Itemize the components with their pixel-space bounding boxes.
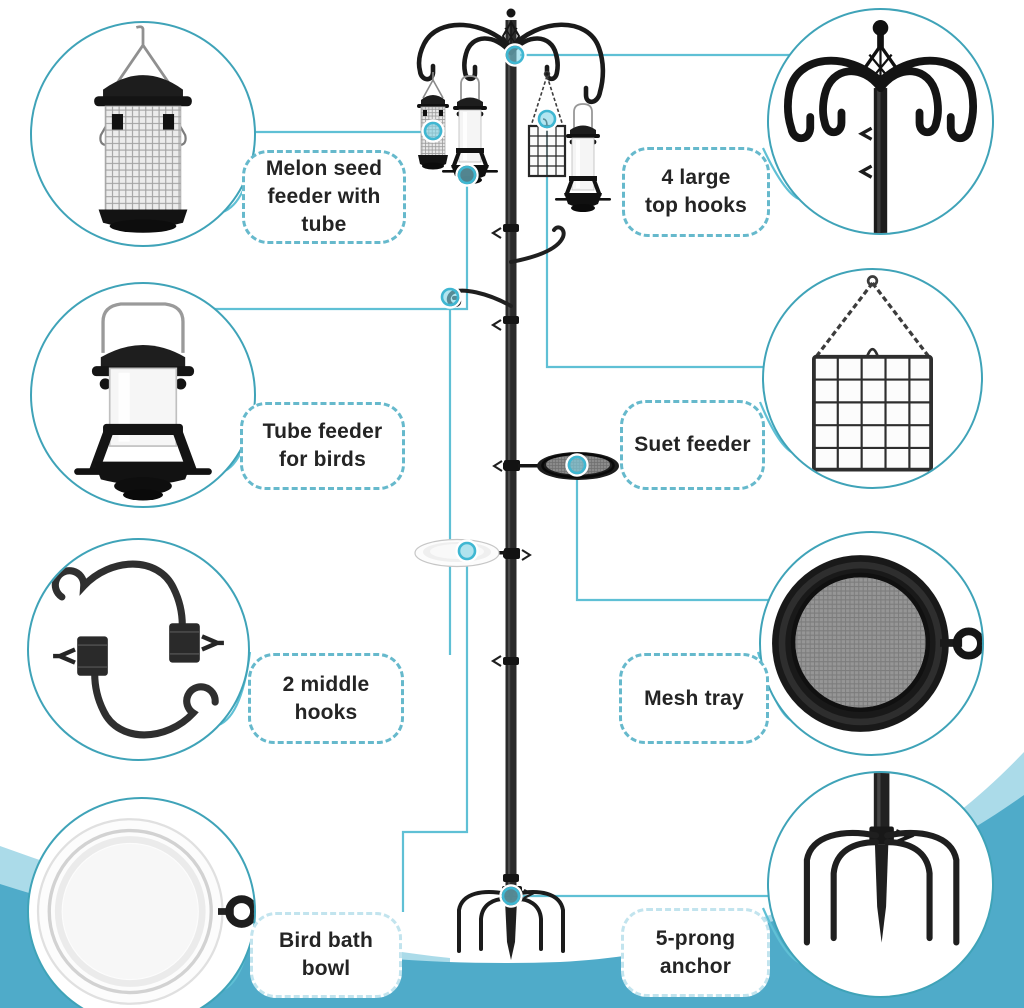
callout-circle-mesh-tray [759, 531, 984, 756]
hotspot-five-prong-anchor-icon [499, 884, 523, 908]
label-line: 2 middle [282, 672, 370, 696]
callout-label-middle-hooks: 2 middle hooks [248, 653, 404, 744]
label-line: Suet feeder [634, 433, 751, 457]
callout-label-suet-feeder: Suet feeder [620, 400, 765, 490]
hotspot-melon-seed-feeder-icon [421, 119, 445, 143]
suet-feeder-image [812, 275, 933, 472]
tube-feeder-image [74, 302, 212, 501]
callout-circle-melon-seed-feeder [30, 21, 256, 247]
callout-label-tube-feeder: Tube feeder for birds [240, 402, 405, 490]
callout-circle-middle-hooks [27, 538, 250, 761]
callout-circle-bird-bath-bowl [27, 797, 256, 1008]
hotspot-mesh-tray-icon [565, 453, 589, 477]
hanging-suet-feeder [527, 70, 567, 178]
label-line: for birds [279, 448, 366, 471]
connector-bird-bath-bowl [401, 559, 469, 912]
hotspot-suet-feeder-icon [535, 107, 559, 131]
callout-label-top-hooks: 4 large top hooks [622, 147, 770, 237]
label-line: 5-prong [655, 926, 736, 950]
label-line: 4 large [661, 166, 731, 190]
label-line: hooks [294, 700, 358, 724]
hotspot-tube-feeder-icon [455, 163, 479, 187]
feeding-station-pole [414, 8, 619, 960]
callout-circle-tube-feeder [30, 282, 256, 508]
top-hooks-image [784, 20, 977, 233]
callout-label-five-prong-anchor: 5-prong anchor [621, 908, 770, 997]
label-line: Melon seed [265, 157, 383, 181]
label-line: top hooks [644, 194, 748, 217]
label-line: anchor [659, 954, 732, 978]
label-line: bowl [301, 957, 351, 980]
five-prong-anchor-image [803, 773, 960, 946]
callout-circle-suet-feeder [762, 268, 983, 489]
melon-seed-feeder-image [94, 25, 192, 233]
hotspot-middle-hook-icon [438, 285, 462, 309]
top-hooks-on-pole [416, 22, 606, 105]
callout-circle-five-prong-anchor [767, 771, 994, 998]
hotspot-top-hooks-icon [503, 43, 527, 67]
callout-label-bird-bath-bowl: Bird bath bowl [250, 912, 402, 998]
bird-bath-bowl-image [36, 818, 254, 1005]
middle-hooks-image [51, 560, 224, 739]
mesh-tray-image [772, 555, 982, 732]
pole-clamp-screws [490, 227, 502, 667]
callout-circle-top-hooks [767, 8, 994, 235]
hotspot-markers [421, 43, 589, 908]
label-line: Mesh tray [644, 686, 744, 710]
label-line: feeder with tube [267, 185, 381, 236]
right-side-hook [509, 225, 566, 264]
callout-label-mesh-tray: Mesh tray [619, 653, 769, 744]
label-line: Tube feeder [262, 420, 383, 444]
hotspot-bird-bath-bowl-icon [455, 539, 479, 563]
callout-label-melon-seed-feeder: Melon seed feeder with tube [242, 150, 406, 244]
connector-mesh-tray [575, 473, 775, 602]
hanging-tube-feeder-2 [555, 103, 611, 212]
label-line: Bird bath [279, 929, 373, 953]
connector-suet-feeder [545, 127, 770, 369]
connector-tube-feeder [205, 183, 469, 311]
hanging-tube-feeder-1 [442, 75, 498, 184]
